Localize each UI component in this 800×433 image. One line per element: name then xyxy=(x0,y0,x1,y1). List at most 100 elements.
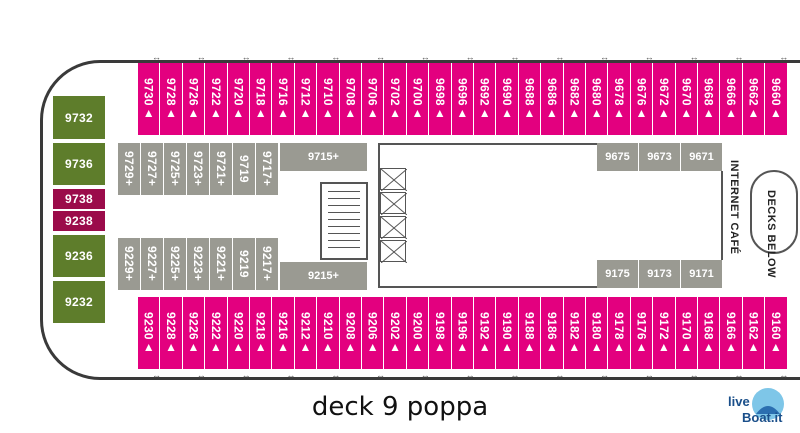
cabin-top[interactable]: 9668▲ xyxy=(698,63,721,135)
cabin-bottom[interactable]: 9208▲ xyxy=(339,297,362,369)
cabin-bottom[interactable]: 9212▲ xyxy=(294,297,318,369)
cabin-top[interactable]: 9666▲ xyxy=(720,63,743,135)
cabin-bottom[interactable]: 9162▲ xyxy=(742,297,766,369)
cabin-bottom[interactable]: 9196▲ xyxy=(451,297,474,369)
bow-cabin[interactable]: 9732 xyxy=(52,95,106,140)
cabin-top[interactable]: 9712▲ xyxy=(294,63,318,135)
cabin-bottom[interactable]: 9230▲ xyxy=(138,297,161,369)
cabin-inner-top[interactable]: 9723+ xyxy=(187,143,210,195)
cabin-bottom[interactable]: 9180▲ xyxy=(586,297,609,369)
cabin-bottom[interactable]: 9168▲ xyxy=(698,297,721,369)
cabin-bottom[interactable]: 9220▲ xyxy=(227,297,250,369)
cabin-top[interactable]: 9730▲ xyxy=(138,63,161,135)
cabin-top[interactable]: 9716▲ xyxy=(272,63,295,135)
cabin-number: 9721+ xyxy=(214,151,228,187)
bow-cabin[interactable]: 9232 xyxy=(52,280,106,324)
cabin-bottom[interactable]: 9176▲ xyxy=(630,297,654,369)
cabin-number: 9696▲ xyxy=(455,77,470,121)
cabin-inner-bottom[interactable]: 9225+ xyxy=(164,238,187,290)
cabin-inner-bottom[interactable]: 9219 xyxy=(233,238,256,290)
cabin-bottom[interactable]: 9166▲ xyxy=(720,297,743,369)
cabin-9215[interactable]: 9215+ xyxy=(280,262,368,290)
cabin-inner-top[interactable]: 9721+ xyxy=(210,143,233,195)
cabin-top[interactable]: 9698▲ xyxy=(429,63,452,135)
cabin-top[interactable]: 9692▲ xyxy=(474,63,497,135)
cabin-top[interactable]: 9672▲ xyxy=(653,63,676,135)
cabin-number: 9176▲ xyxy=(634,311,649,355)
cabin-top[interactable]: 9662▲ xyxy=(742,63,766,135)
cabin-right-bottom[interactable]: 9171 xyxy=(681,260,723,288)
cabin-right-bottom[interactable]: 9173 xyxy=(639,260,681,288)
cabin-inner-top[interactable]: 9725+ xyxy=(164,143,187,195)
cabin-bottom[interactable]: 9202▲ xyxy=(384,297,407,369)
cabin-number: 9668▲ xyxy=(701,77,716,121)
cabin-top[interactable]: 9688▲ xyxy=(518,63,542,135)
cabin-top[interactable]: 9678▲ xyxy=(608,63,631,135)
cabin-inner-bottom[interactable]: 9221+ xyxy=(210,238,233,290)
internet-cafe-label: INTERNET CAFÉ xyxy=(728,160,740,255)
cabin-number: 9192▲ xyxy=(477,311,492,355)
cabin-number: 9725+ xyxy=(168,151,182,187)
cabin-top[interactable]: 9660▲ xyxy=(765,63,788,135)
cabin-top[interactable]: 9670▲ xyxy=(675,63,698,135)
cabin-bottom[interactable]: 9192▲ xyxy=(474,297,497,369)
cabin-top[interactable]: 9696▲ xyxy=(451,63,474,135)
cabin-top[interactable]: 9720▲ xyxy=(227,63,250,135)
cabin-top[interactable]: 9686▲ xyxy=(541,63,564,135)
deck-caption: deck 9 poppa xyxy=(311,392,489,422)
cabin-top[interactable]: 9682▲ xyxy=(563,63,586,135)
cabin-inner-top[interactable]: 9729+ xyxy=(118,143,141,195)
cabin-inner-bottom[interactable]: 9227+ xyxy=(141,238,164,290)
cabin-top[interactable]: 9706▲ xyxy=(362,63,385,135)
cabin-top[interactable]: 9710▲ xyxy=(317,63,340,135)
cabin-right-top[interactable]: 9673 xyxy=(639,143,681,171)
cabin-top[interactable]: 9680▲ xyxy=(586,63,609,135)
cabin-number: 9220▲ xyxy=(231,311,246,355)
bow-cabin[interactable]: 9738 xyxy=(52,188,106,210)
cabin-top[interactable]: 9708▲ xyxy=(339,63,362,135)
cabin-bottom[interactable]: 9160▲ xyxy=(765,297,788,369)
cabin-bottom[interactable]: 9198▲ xyxy=(429,297,452,369)
cabin-top[interactable]: 9718▲ xyxy=(250,63,273,135)
cabin-bottom[interactable]: 9188▲ xyxy=(518,297,542,369)
cabin-number: 9228▲ xyxy=(164,311,179,355)
cabin-inner-top[interactable]: 9727+ xyxy=(141,143,164,195)
cabin-right-top[interactable]: 9675 xyxy=(597,143,639,171)
cabin-number: 9210▲ xyxy=(320,311,335,355)
cabin-bottom[interactable]: 9178▲ xyxy=(608,297,631,369)
cabin-right-top[interactable]: 9671 xyxy=(681,143,723,171)
cabin-inner-bottom[interactable]: 9229+ xyxy=(118,238,141,290)
cabin-bottom[interactable]: 9170▲ xyxy=(675,297,698,369)
cabin-bottom[interactable]: 9218▲ xyxy=(250,297,273,369)
cabin-bottom[interactable]: 9226▲ xyxy=(182,297,206,369)
cabin-inner-bottom[interactable]: 9217+ xyxy=(256,238,279,290)
cabin-inner-top[interactable]: 9717+ xyxy=(256,143,279,195)
cabin-bottom[interactable]: 9206▲ xyxy=(362,297,385,369)
cabin-bottom[interactable]: 9216▲ xyxy=(272,297,295,369)
connecting-arrow-icon: ↔ xyxy=(286,52,296,62)
cabin-top[interactable]: 9702▲ xyxy=(384,63,407,135)
cabin-inner-bottom[interactable]: 9223+ xyxy=(187,238,210,290)
cabin-bottom[interactable]: 9200▲ xyxy=(406,297,430,369)
cabin-top[interactable]: 9726▲ xyxy=(182,63,206,135)
cabin-inner-top[interactable]: 9719 xyxy=(233,143,256,195)
bow-cabin[interactable]: 9238 xyxy=(52,210,106,232)
stair-step xyxy=(328,226,360,227)
cabin-top[interactable]: 9676▲ xyxy=(630,63,654,135)
cabin-bottom[interactable]: 9186▲ xyxy=(541,297,564,369)
cabin-top[interactable]: 9700▲ xyxy=(406,63,430,135)
cabin-bottom[interactable]: 9190▲ xyxy=(496,297,519,369)
bow-cabin[interactable]: 9736 xyxy=(52,142,106,186)
cabin-bottom[interactable]: 9228▲ xyxy=(160,297,183,369)
cabin-top[interactable]: 9728▲ xyxy=(160,63,183,135)
cabin-9715[interactable]: 9715+ xyxy=(280,143,368,171)
cabin-bottom[interactable]: 9210▲ xyxy=(317,297,340,369)
cabin-top[interactable]: 9722▲ xyxy=(205,63,228,135)
cabin-top[interactable]: 9690▲ xyxy=(496,63,519,135)
cabin-bottom[interactable]: 9172▲ xyxy=(653,297,676,369)
cabin-number: 9686▲ xyxy=(544,77,559,121)
bow-cabin[interactable]: 9236 xyxy=(52,234,106,278)
cabin-bottom[interactable]: 9222▲ xyxy=(205,297,228,369)
cabin-right-bottom[interactable]: 9175 xyxy=(597,260,639,288)
cabin-bottom[interactable]: 9182▲ xyxy=(563,297,586,369)
